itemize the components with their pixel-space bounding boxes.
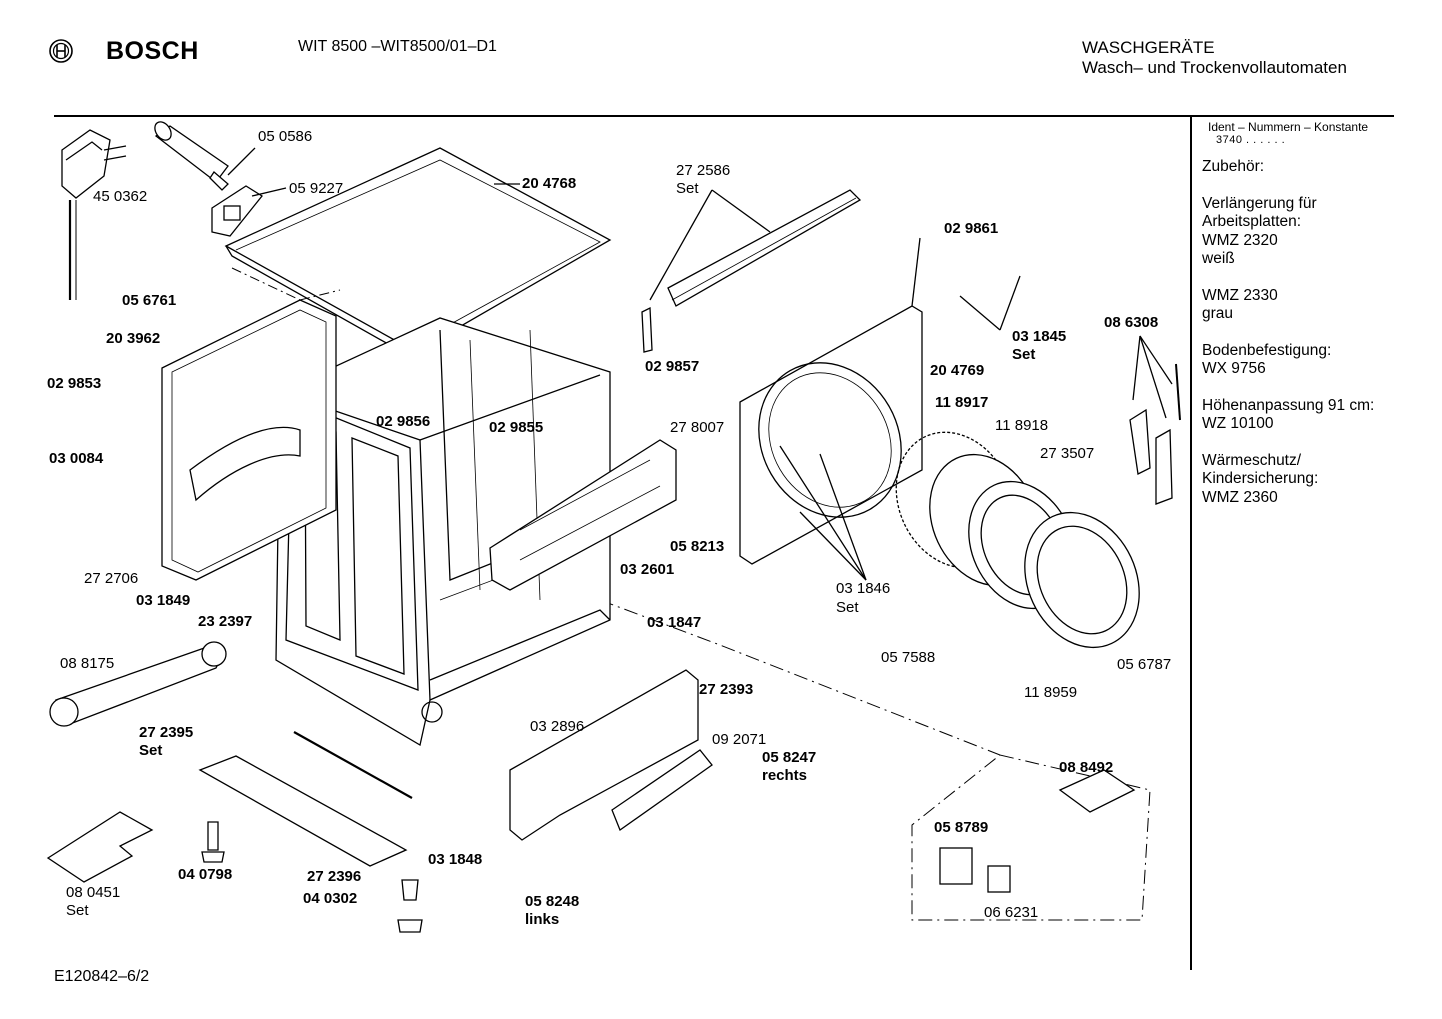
part-label: 11 8918 xyxy=(995,417,1049,434)
part-label: 11 8959 xyxy=(1024,684,1078,701)
power-plug-icon xyxy=(61,129,127,300)
accessory-line: weiß xyxy=(1202,250,1235,267)
accessory-line: WZ 10100 xyxy=(1202,415,1274,432)
part-label: 05 6787 xyxy=(1117,656,1172,673)
part-label: 02 9856 xyxy=(376,413,431,430)
part-label: 03 1848 xyxy=(428,851,483,868)
part-label: 11 8917 xyxy=(935,394,989,411)
part-label: 20 4768 xyxy=(522,175,577,192)
accessory-line: Verlängerung für xyxy=(1202,194,1317,212)
part-label: Set xyxy=(66,902,89,919)
accessory-line: Arbeitsplatten: xyxy=(1202,213,1302,230)
brand-name: BOSCH xyxy=(106,37,199,65)
part-label: 05 8248 xyxy=(525,893,580,910)
accessory-line: grau xyxy=(1202,305,1234,322)
part-label: 20 3962 xyxy=(106,330,161,347)
part-label: 27 2586 xyxy=(676,162,731,179)
part-label: 20 4769 xyxy=(930,362,985,379)
part-label: 03 2896 xyxy=(530,718,585,735)
ident-label: Ident – Nummern – Konstante xyxy=(1208,120,1369,134)
part-label: Set xyxy=(1012,346,1036,363)
part-label: 05 7588 xyxy=(881,649,936,666)
model-number: WIT 8500 –WIT8500/01–D1 xyxy=(298,38,497,55)
part-label: 08 0451 xyxy=(66,884,121,901)
sidebar-divider xyxy=(1190,117,1192,970)
accessory-line: WMZ 2320 xyxy=(1202,231,1278,249)
part-label: 05 8789 xyxy=(934,819,989,836)
part-label: 03 1846 xyxy=(836,580,891,597)
part-label: Set xyxy=(139,742,163,759)
part-label: 27 2706 xyxy=(84,570,139,587)
part-label: 08 8175 xyxy=(60,655,115,672)
accessory-sidebar: Ident – Nummern – Konstante 3740 . . . .… xyxy=(1202,120,1402,507)
part-label: 05 6761 xyxy=(122,292,177,309)
part-label: 27 8007 xyxy=(670,419,725,436)
part-label: 02 9861 xyxy=(944,220,999,237)
part-label: Set xyxy=(836,599,859,616)
part-label: 27 2395 xyxy=(139,724,194,741)
part-label: 02 9857 xyxy=(645,358,700,375)
part-label: 05 8247 xyxy=(762,749,817,766)
part-label: 45 0362 xyxy=(93,188,148,205)
accessory-line: Zubehör: xyxy=(1202,158,1265,175)
hose-filter-icon xyxy=(154,121,256,191)
part-label: 06 6231 xyxy=(984,904,1039,921)
accessory-line: WMZ 2330 xyxy=(1202,286,1278,304)
accessory-line: Höhenanpassung 91 cm: xyxy=(1202,396,1375,414)
part-label: 27 2396 xyxy=(307,868,362,885)
part-label: Set xyxy=(676,180,699,197)
accessory-line: Wärmeschutz/ xyxy=(1202,451,1302,469)
part-label: 03 0084 xyxy=(49,450,104,467)
drawing-code: E120842–6/2 xyxy=(54,968,150,985)
part-label: 05 9227 xyxy=(289,180,344,197)
part-label: 09 2071 xyxy=(712,731,767,748)
konstante-value: 3740 . . . . . . xyxy=(1216,134,1286,146)
part-label: 27 3507 xyxy=(1040,445,1095,462)
accessory-line: Bodenbefestigung: xyxy=(1202,341,1332,359)
part-label: 04 0798 xyxy=(178,866,233,883)
part-label: 04 0302 xyxy=(303,890,358,907)
bosch-logo-icon xyxy=(48,38,74,69)
category-subtitle: Wasch– und Trockenvollautomaten xyxy=(1082,58,1347,77)
part-label: 08 6308 xyxy=(1104,314,1159,331)
accessory-line: WX 9756 xyxy=(1202,360,1266,377)
part-label: 03 1847 xyxy=(647,614,702,631)
part-label: 05 0586 xyxy=(258,128,313,145)
part-label: 02 9853 xyxy=(47,375,102,392)
part-label: 23 2397 xyxy=(198,613,253,630)
accessory-line: Kindersicherung: xyxy=(1202,470,1319,487)
category-title: WASCHGERÄTE xyxy=(1082,38,1215,57)
part-label: 03 1849 xyxy=(136,592,191,609)
part-label: 02 9855 xyxy=(489,419,544,436)
header-divider xyxy=(54,115,1394,117)
part-label: 08 8492 xyxy=(1059,759,1114,776)
part-label: 27 2393 xyxy=(699,681,754,698)
part-label: 03 1845 xyxy=(1012,328,1067,345)
part-label: rechts xyxy=(762,767,808,784)
part-label: 03 2601 xyxy=(620,561,675,578)
accessory-line: WMZ 2360 xyxy=(1202,488,1278,506)
part-label: links xyxy=(525,911,560,928)
part-label: 05 8213 xyxy=(670,538,725,555)
